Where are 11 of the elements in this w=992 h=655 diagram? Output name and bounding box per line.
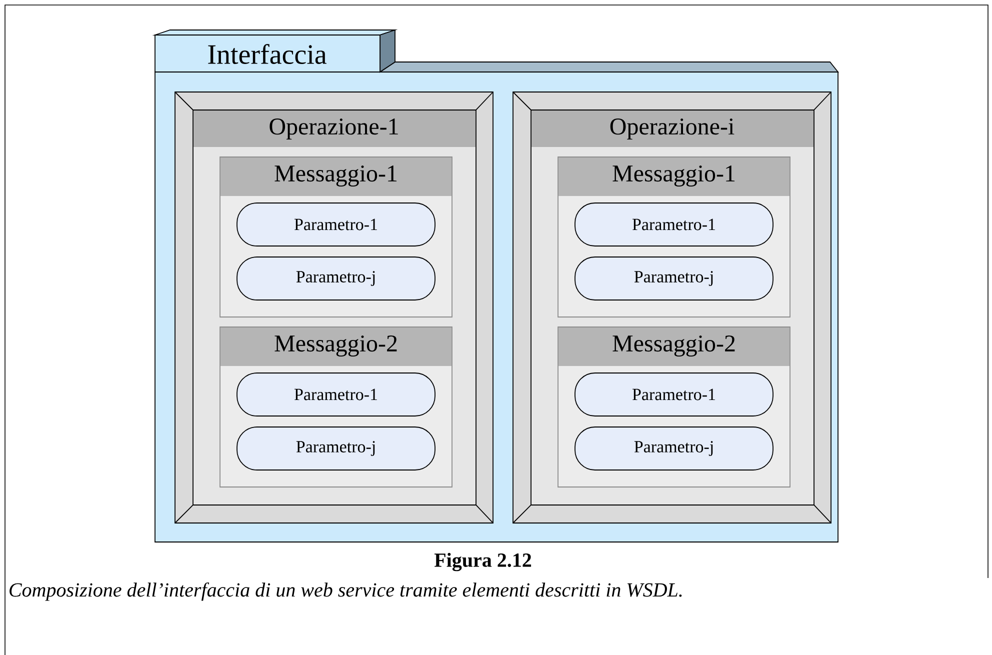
node-label: Interfaccia bbox=[208, 44, 326, 64]
parameter-pill: Parametro-j bbox=[236, 256, 436, 300]
parameter-pill: Parametro-1 bbox=[236, 202, 436, 246]
parameter-pill: Parametro-j bbox=[574, 256, 774, 300]
parameter-pill: Parametro-1 bbox=[236, 372, 436, 416]
figure-number: Figura 2.12 bbox=[434, 552, 532, 572]
parameter-pill: Parametro-1 bbox=[574, 202, 774, 246]
parameter-pill: Parametro-1 bbox=[574, 372, 774, 416]
parameter-pill: Parametro-j bbox=[574, 426, 774, 470]
parameter-pill: Parametro-j bbox=[236, 426, 436, 470]
caption: Composizione dell’interfaccia di un web service tramite elementi descritti in WSDL. bbox=[10, 582, 682, 601]
